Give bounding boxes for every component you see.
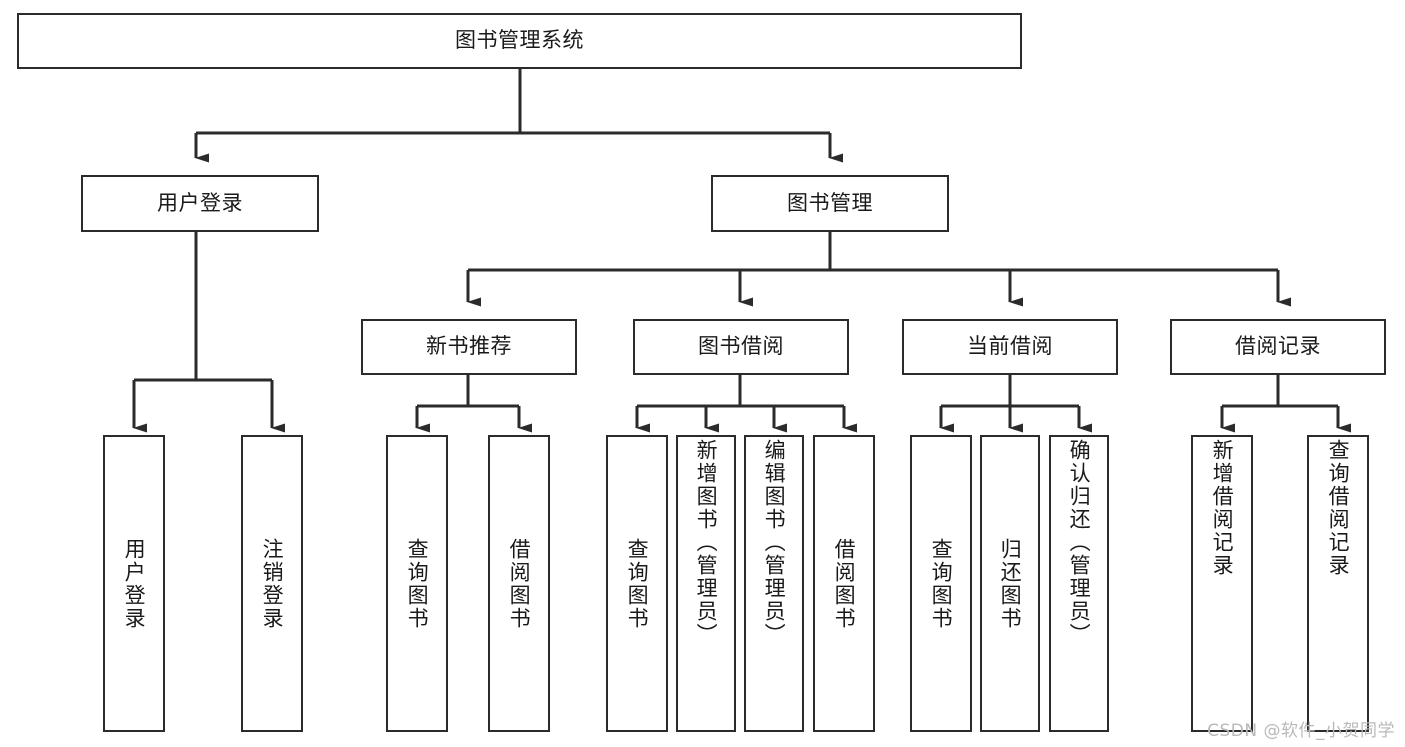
node-leaf-query-book-current[interactable]: 查询图书: [910, 435, 972, 732]
node-leaf-query-book-new[interactable]: 查询图书: [386, 435, 448, 732]
node-book-borrow[interactable]: 图书借阅: [633, 319, 849, 375]
node-root-system[interactable]: 图书管理系统: [17, 13, 1022, 69]
node-borrow-record[interactable]: 借阅记录: [1170, 319, 1386, 375]
node-leaf-query-book[interactable]: 查询图书: [606, 435, 668, 732]
node-book-management[interactable]: 图书管理: [711, 175, 949, 232]
node-leaf-edit-book-admin[interactable]: 编辑图书（管理员）: [744, 435, 804, 732]
watermark-text: CSDN @软件_小贺同学: [1207, 721, 1395, 741]
node-leaf-add-borrow-record[interactable]: 新增借阅记录: [1191, 435, 1253, 732]
node-leaf-add-book-admin[interactable]: 新增图书（管理员）: [676, 435, 736, 732]
node-leaf-borrow-book-new[interactable]: 借阅图书: [488, 435, 550, 732]
node-label: 新增图书（管理员）: [694, 439, 719, 646]
node-label: 查询借阅记录: [1326, 439, 1351, 577]
node-label: 当前借阅: [967, 334, 1053, 359]
node-label: 借阅记录: [1235, 334, 1321, 359]
node-label: 用户登录: [157, 190, 243, 215]
node-label: 借阅图书: [832, 537, 857, 630]
node-leaf-confirm-return-admin[interactable]: 确认归还（管理员）: [1049, 435, 1109, 732]
node-leaf-query-borrow-record[interactable]: 查询借阅记录: [1307, 435, 1369, 732]
node-label: 新书推荐: [426, 334, 512, 359]
node-leaf-user-login[interactable]: 用户登录: [103, 435, 165, 732]
node-label: 归还图书: [998, 537, 1023, 630]
node-label: 查询图书: [405, 537, 430, 630]
node-label: 借阅图书: [507, 537, 532, 630]
node-label: 注销登录: [260, 537, 285, 630]
node-label: 确认归还（管理员）: [1067, 439, 1092, 646]
node-current-borrow[interactable]: 当前借阅: [902, 319, 1118, 375]
node-label: 用户登录: [122, 537, 147, 630]
node-label: 编辑图书（管理员）: [762, 439, 787, 646]
node-leaf-borrow-book[interactable]: 借阅图书: [813, 435, 875, 732]
node-label: 图书管理: [787, 190, 873, 215]
node-label: 图书借阅: [698, 334, 784, 359]
node-label: 查询图书: [625, 537, 650, 630]
node-label: 图书管理系统: [455, 28, 584, 53]
node-user-login[interactable]: 用户登录: [81, 175, 319, 232]
node-label: 查询图书: [929, 537, 954, 630]
node-label: 新增借阅记录: [1210, 439, 1235, 577]
node-leaf-return-book[interactable]: 归还图书: [980, 435, 1040, 732]
node-leaf-logout[interactable]: 注销登录: [241, 435, 303, 732]
node-new-book-recommend[interactable]: 新书推荐: [361, 319, 577, 375]
